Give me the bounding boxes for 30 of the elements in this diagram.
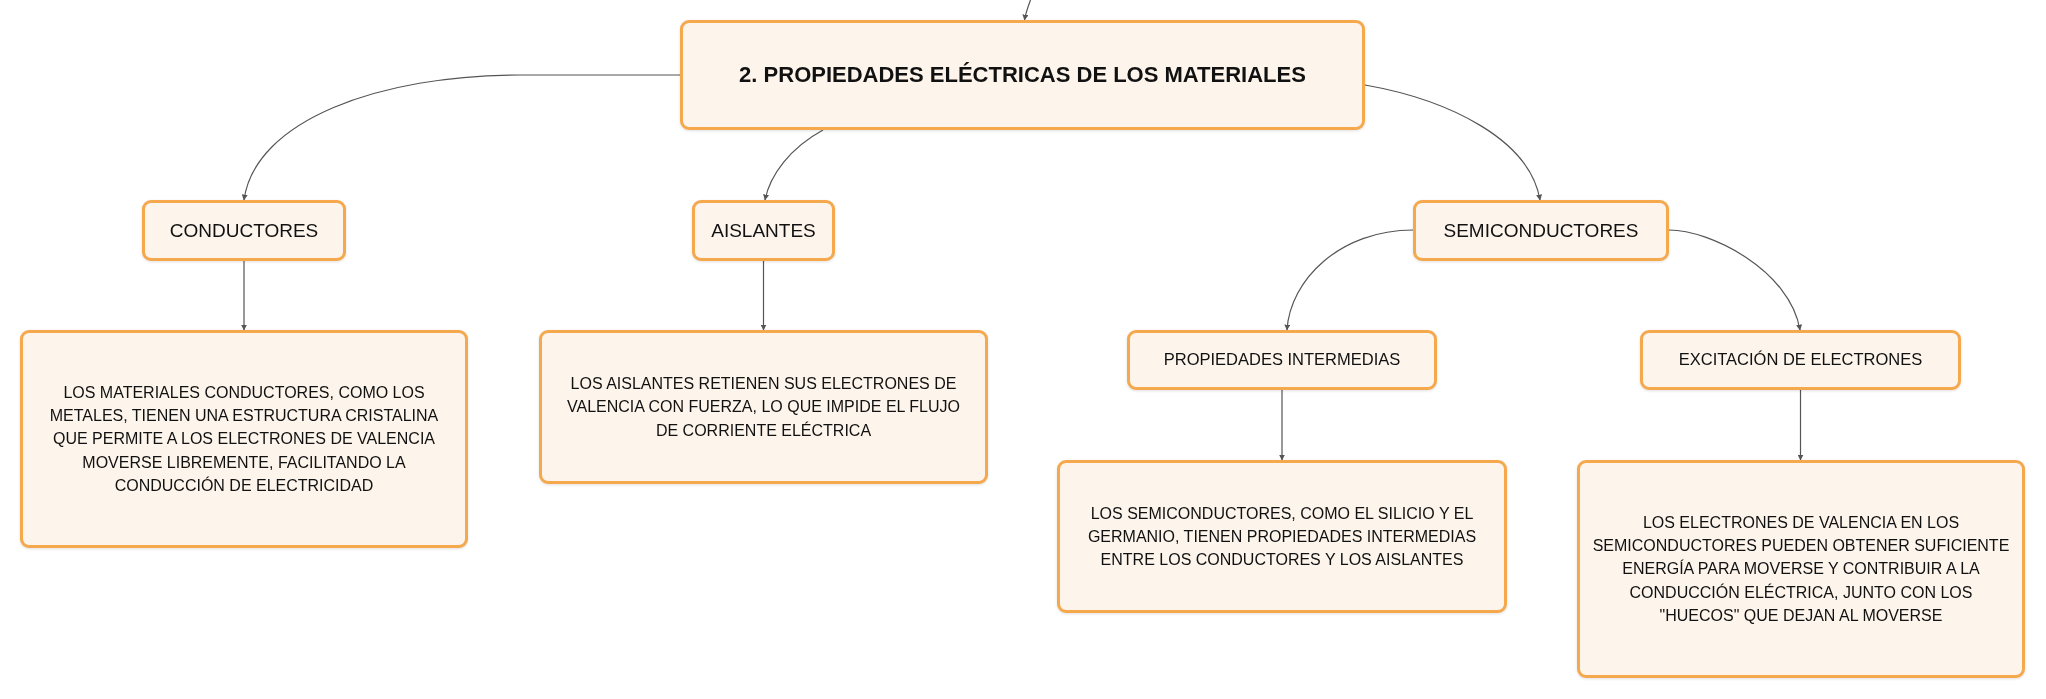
title-box: [680, 20, 1365, 130]
node-text: LOS ELECTRONES DE VALENCIA EN LOS SEMICONDUCTORES PUEDEN OBTENER SUFICIENTE ENERGÍA PARA MOVERSE Y CONTRIBUIR A LA CONDUCCIÓN ELÉCTRICA, JUNTO CON LOS "HUECOS" QUE DEJAN AL MOVERSE: [1591, 513, 2011, 626]
connector-arrow: [1022, 0, 1032, 21]
topic-box: [1640, 330, 1961, 390]
topic-box: [142, 200, 346, 261]
connector-arrow: [760, 260, 767, 331]
connector-arrow: [1279, 389, 1285, 461]
node-text: CONDUCTORES: [169, 218, 319, 243]
topic-box: [539, 330, 988, 484]
connector-arrow: [1364, 84, 1542, 201]
topic-box: [20, 330, 468, 548]
topic-box: [1127, 330, 1437, 390]
node-text: PROPIEDADES INTERMEDIAS: [1163, 349, 1401, 371]
topic-box: [692, 200, 835, 261]
connector-arrow: [763, 129, 824, 201]
node-text: EXCITACIÓN DE ELECTRONES: [1678, 349, 1923, 371]
connector-arrow: [1284, 229, 1414, 331]
node-text: SEMICONDUCTORES: [1443, 218, 1639, 243]
node-text: AISLANTES: [711, 218, 816, 243]
connector-arrow: [241, 260, 247, 331]
connector-arrow: [242, 74, 681, 201]
connector-arrow: [1797, 389, 1804, 461]
node-text: 2. PROPIEDADES ELÉCTRICAS DE LOS MATERIALES: [739, 61, 1306, 90]
topic-box: [1413, 200, 1669, 261]
topic-box: [1577, 460, 2025, 678]
topic-box: [1057, 460, 1507, 613]
node-text: LOS SEMICONDUCTORES, COMO EL SILICIO Y EL GERMANIO, TIENEN PROPIEDADES INTERMEDIAS ENTRE LOS CONDUCTORES Y LOS AISLANTES: [1086, 503, 1478, 571]
node-text: LOS MATERIALES CONDUCTORES, COMO LOS METALES, TIENEN UNA ESTRUCTURA CRISTALINA QUE PERMITE A LOS ELECTRONES DE VALENCIA MOVERSE LIBREMENTE, FACILITANDO LA CONDUCCIÓN DE ELECTRICIDAD: [48, 383, 440, 496]
node-text: LOS AISLANTES RETIENEN SUS ELECTRONES DE VALENCIA CON FUERZA, LO QUE IMPIDE EL FLUJO DE CORRIENTE ELÉCTRICA: [566, 374, 961, 441]
connector-arrow: [1668, 229, 1802, 331]
